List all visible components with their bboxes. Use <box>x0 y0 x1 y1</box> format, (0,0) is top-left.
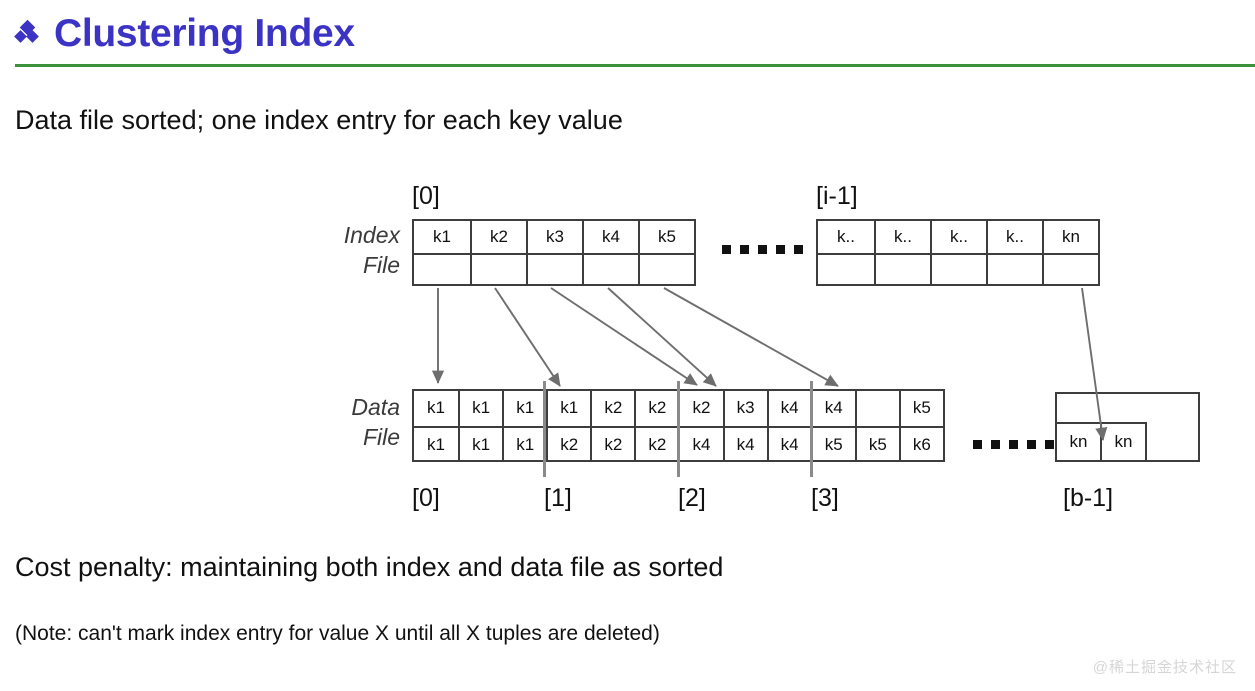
data-row1-cell-11: k5 <box>898 391 943 426</box>
index-block-last-key-cell-4: kn <box>1041 221 1098 253</box>
data-row1-cell-3: k1 <box>546 391 590 426</box>
index-block-0-key-cell-4: k5 <box>637 221 694 253</box>
index-block-last-caption: [i-1] <box>816 182 858 210</box>
index-block-last-pointer-cell-1 <box>873 254 930 286</box>
arrow-k4 <box>607 287 717 387</box>
data-block-last-cell-1: kn <box>1100 422 1147 462</box>
data-file-label-line1: Data <box>351 394 400 420</box>
index-block-last-key-cell-0: k.. <box>837 226 855 246</box>
index-block-0-pointer-cell-2 <box>525 254 582 286</box>
index-block-0-pointer-cell-4 <box>637 254 694 286</box>
data-row1-cell-10 <box>854 391 899 426</box>
index-block-0-key-cell-1: k2 <box>469 221 526 253</box>
index-file-label-line1: Index <box>343 222 400 248</box>
data-row2-cell-2: k1 <box>502 427 546 462</box>
data-file-label: Data File <box>185 392 400 452</box>
index-block-last-key-row: k..k..k..k..kn <box>818 221 1098 253</box>
watermark: @稀土掘金技术社区 <box>1092 659 1237 676</box>
data-row1-cell-1: k1 <box>458 391 502 426</box>
data-row1-cell-8: k4 <box>766 391 811 426</box>
data-row2-cell-1: k1 <box>458 427 502 462</box>
index-block-last-pointer-cell-0 <box>818 255 874 287</box>
index-block-last-pointer-cell-2 <box>929 254 986 286</box>
intro-text: Data file sorted; one index entry for ea… <box>15 105 623 135</box>
data-row1-cell-6: k2 <box>678 391 722 426</box>
data-row2-cell-11: k6 <box>898 427 943 462</box>
data-row1-cell-0: k1 <box>427 398 446 418</box>
data-row2-cell-4: k2 <box>590 427 634 462</box>
data-row1-cell-7: k3 <box>722 391 767 426</box>
index-block-0-key-cell-2: k3 <box>525 221 582 253</box>
data-row1-cell-2: k1 <box>502 391 546 426</box>
data-row1-cell-5: k2 <box>634 391 678 426</box>
data-row2-cell-6: k4 <box>678 427 722 462</box>
index-block-0-key-cell-0: k1 <box>433 226 451 246</box>
index-block-last-key-cell-3: k.. <box>985 221 1042 253</box>
index-file-label-line2: File <box>362 252 400 278</box>
arrow-k3 <box>550 287 698 386</box>
data-row2-cell-5: k2 <box>634 427 678 462</box>
note-text: (Note: can't mark index entry for value … <box>15 622 660 645</box>
arrow-k5 <box>663 287 839 387</box>
data-row2-cell-9: k5 <box>810 427 855 462</box>
index-block-0-pointer-cell-0 <box>414 255 470 287</box>
index-block-0-caption: [0] <box>412 182 440 210</box>
data-row2-cell-7: k4 <box>722 427 767 462</box>
data-block-caption-1: [1] <box>544 484 572 512</box>
data-block-caption-3: [3] <box>811 484 839 512</box>
index-block-0-pointer-cell-1 <box>469 254 526 286</box>
index-block-last-pointer-row <box>818 252 1098 287</box>
index-block-last-key-cell-2: k.. <box>929 221 986 253</box>
data-block-separator-2 <box>677 381 680 477</box>
data-file-label-line2: File <box>362 424 400 450</box>
data-row2-cell-8: k4 <box>766 427 811 462</box>
data-row2-cell-3: k2 <box>546 427 590 462</box>
index-ellipsis-dots <box>722 245 803 254</box>
arrow-k2 <box>494 287 561 387</box>
data-block-separator-3 <box>810 381 813 477</box>
data-block-caption-2: [2] <box>678 484 706 512</box>
index-block-last-pointer-cell-3 <box>985 254 1042 286</box>
data-row1-cell-9: k4 <box>810 391 855 426</box>
index-block-0-pointer-row <box>414 252 694 287</box>
data-row2-cell-10: k5 <box>854 427 899 462</box>
data-row2-cell-0: k1 <box>427 434 446 454</box>
index-block-0-key-cell-3: k4 <box>581 221 638 253</box>
data-block-caption-0: [0] <box>412 484 440 512</box>
title-divider <box>15 64 1255 67</box>
index-block-last-pointer-cell-4 <box>1041 254 1098 286</box>
index-file-block-last: k..k..k..k..kn <box>816 219 1100 286</box>
index-file-label: Index File <box>185 220 400 280</box>
data-block-last-cell-0: kn <box>1055 422 1102 462</box>
index-block-0-pointer-cell-3 <box>581 254 638 286</box>
data-ellipsis-dots <box>973 440 1054 449</box>
data-row1-cell-4: k2 <box>590 391 634 426</box>
page-title-text: Clustering Index <box>54 12 355 55</box>
index-block-last-key-cell-1: k.. <box>873 221 930 253</box>
cost-penalty-text: Cost penalty: maintaining both index and… <box>15 552 724 582</box>
diamond-bullet-icon <box>14 19 41 47</box>
page-title: Clustering Index <box>14 12 355 56</box>
data-block-separator-1 <box>543 381 546 477</box>
data-block-caption-last: [b-1] <box>1063 484 1114 512</box>
